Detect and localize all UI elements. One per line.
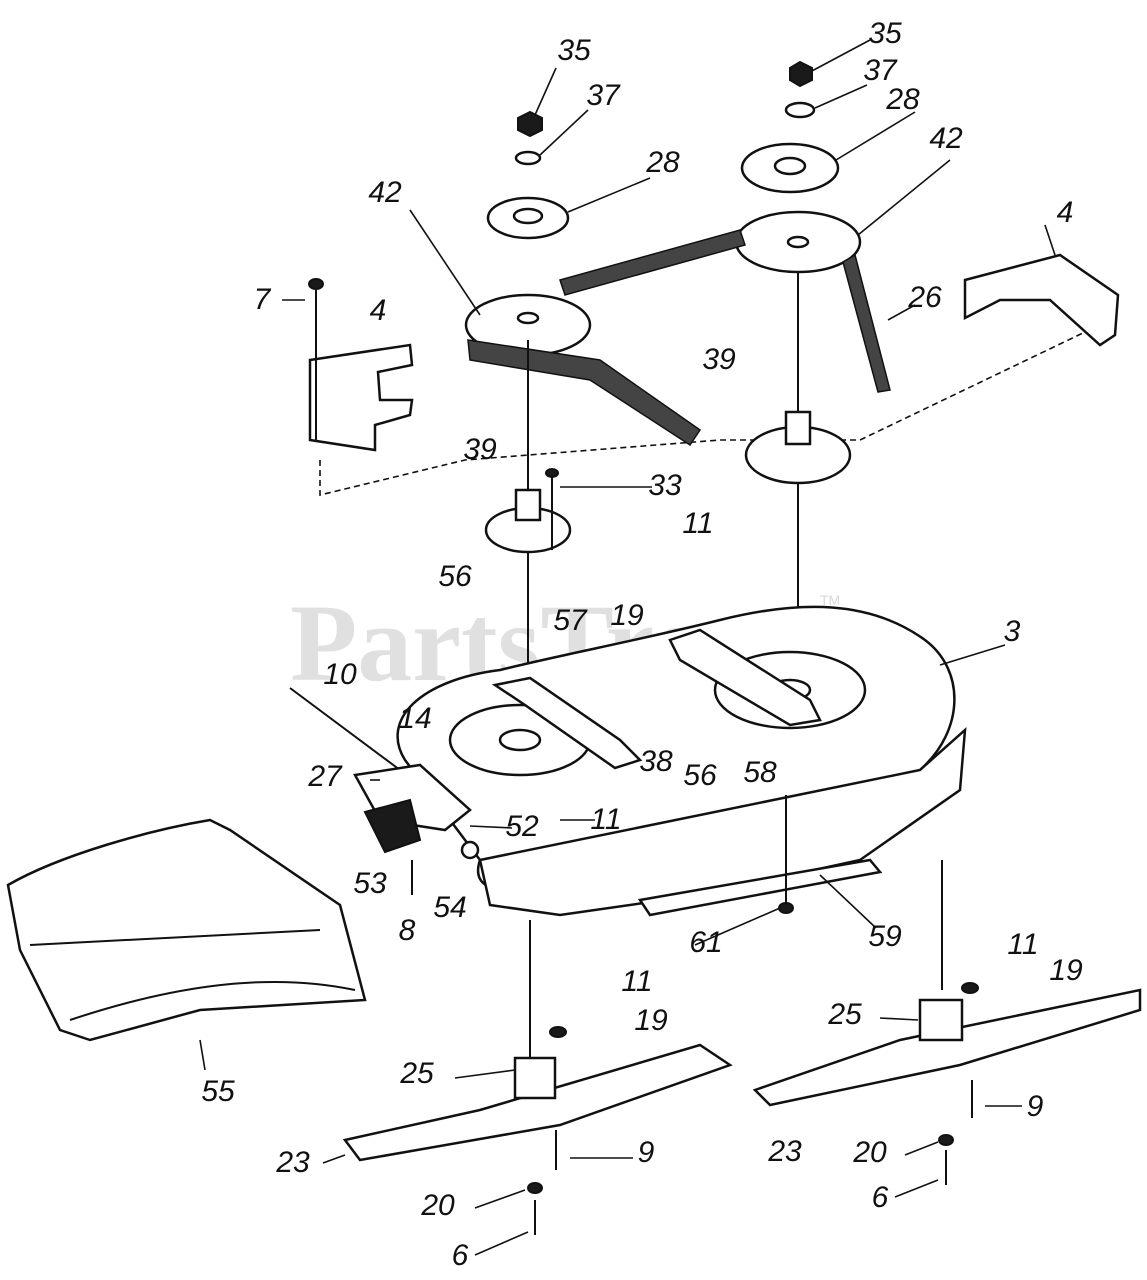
- callout-35b: 35: [868, 17, 902, 50]
- watermark-tm: TM: [820, 592, 840, 608]
- belt-left: [467, 339, 702, 447]
- callout-42b: 42: [929, 122, 963, 155]
- pin-54: [460, 840, 480, 860]
- callout-28a: 28: [645, 146, 680, 179]
- callout-54: 54: [433, 891, 466, 924]
- callout-23b: 23: [767, 1135, 802, 1168]
- baffle-58: [668, 628, 822, 727]
- blade-assembly-right: [752, 860, 1142, 1185]
- callout-56b: 56: [683, 759, 717, 792]
- callout-39b: 39: [702, 343, 736, 376]
- hex-nut-35-left: [517, 110, 543, 138]
- callout-38: 38: [639, 745, 673, 778]
- callout-4a: 4: [370, 294, 387, 327]
- discharge-chute-55: [6, 818, 367, 1042]
- blade-assembly-left: [342, 920, 733, 1235]
- callout-25b: 25: [827, 998, 862, 1031]
- callout-25a: 25: [399, 1057, 434, 1090]
- callout-11b: 11: [590, 803, 621, 836]
- callout-14: 14: [398, 702, 431, 735]
- callout-9a: 9: [638, 1136, 655, 1169]
- callout-11a: 11: [682, 507, 713, 540]
- callout-8: 8: [399, 914, 416, 947]
- callout-52: 52: [505, 810, 539, 843]
- callout-6b: 6: [872, 1181, 889, 1214]
- callout-9b: 9: [1027, 1090, 1044, 1123]
- callout-56a: 56: [438, 560, 472, 593]
- callout-19c: 19: [1049, 954, 1083, 987]
- belt-connector: [559, 229, 746, 296]
- discharge-chute-assembly: [6, 687, 480, 1042]
- callout-26: 26: [907, 281, 942, 314]
- callout-39a: 39: [463, 433, 497, 466]
- callout-6a: 6: [452, 1239, 469, 1272]
- mower-deck-housing-3: [396, 605, 967, 917]
- rod-10: [289, 687, 401, 771]
- callout-3: 3: [1004, 615, 1021, 648]
- belt-26: [842, 253, 891, 393]
- callout-23a: 23: [275, 1146, 310, 1179]
- callout-20a: 20: [420, 1189, 455, 1222]
- callout-35a: 35: [557, 34, 591, 67]
- blade-adapter-25-right: [918, 998, 964, 1042]
- callout-11d: 11: [1007, 928, 1038, 961]
- callout-33: 33: [648, 469, 682, 502]
- leader-lines: [199, 39, 1056, 1256]
- callout-37a: 37: [586, 79, 621, 112]
- callout-37b: 37: [863, 54, 898, 87]
- bracket-4-right: [963, 253, 1120, 347]
- blade-adapter-25-left: [513, 1056, 557, 1100]
- callout-7: 7: [254, 283, 272, 316]
- callout-58: 58: [743, 756, 777, 789]
- callout-19a: 19: [610, 599, 644, 632]
- callout-55: 55: [201, 1075, 235, 1108]
- washer-37-right: [784, 101, 816, 119]
- callout-59: 59: [868, 920, 902, 953]
- deck-plate-outline: [319, 290, 1111, 497]
- callout-61: 61: [689, 926, 722, 959]
- callout-57: 57: [553, 604, 588, 637]
- callout-11c: 11: [621, 965, 652, 998]
- spring-53: [363, 798, 422, 854]
- hex-nut-35-right: [789, 60, 813, 88]
- bracket-4-left: [308, 278, 414, 452]
- blade-23-right: [752, 988, 1142, 1107]
- callout-27: 27: [307, 760, 343, 793]
- callout-19b: 19: [634, 1004, 668, 1037]
- callout-28b: 28: [885, 83, 920, 116]
- callout-53: 53: [353, 867, 387, 900]
- skid-59-assembly: [637, 795, 883, 917]
- baffle-57: [491, 676, 643, 770]
- callout-42a: 42: [368, 176, 402, 209]
- callout-4b: 4: [1057, 196, 1074, 229]
- callout-20b: 20: [852, 1136, 887, 1169]
- blade-23-left: [342, 1043, 733, 1162]
- callout-10: 10: [323, 658, 357, 691]
- washer-37-left: [514, 150, 542, 166]
- right-spindle-stack: [559, 60, 891, 700]
